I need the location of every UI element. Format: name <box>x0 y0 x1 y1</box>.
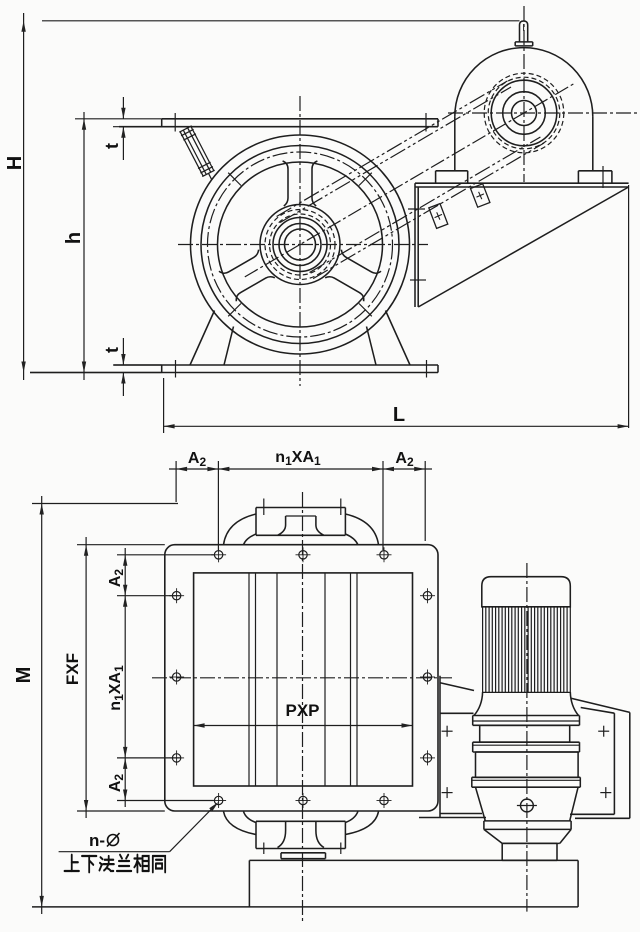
svg-text:H: H <box>4 156 26 170</box>
svg-text:t: t <box>102 143 122 149</box>
svg-text:A2: A2 <box>395 450 414 469</box>
svg-text:A2: A2 <box>107 569 126 588</box>
svg-text:h: h <box>63 232 85 244</box>
svg-text:A2: A2 <box>188 450 207 469</box>
svg-text:PXP: PXP <box>285 701 319 720</box>
svg-text:n1XA1: n1XA1 <box>107 665 126 711</box>
svg-text:t: t <box>102 347 122 353</box>
svg-text:n1XA1: n1XA1 <box>275 449 321 468</box>
svg-text:L: L <box>393 404 405 426</box>
svg-text:n-: n- <box>89 831 105 850</box>
svg-text:A2: A2 <box>107 774 126 793</box>
svg-text:FXF: FXF <box>63 653 82 685</box>
svg-text:M: M <box>13 667 35 684</box>
